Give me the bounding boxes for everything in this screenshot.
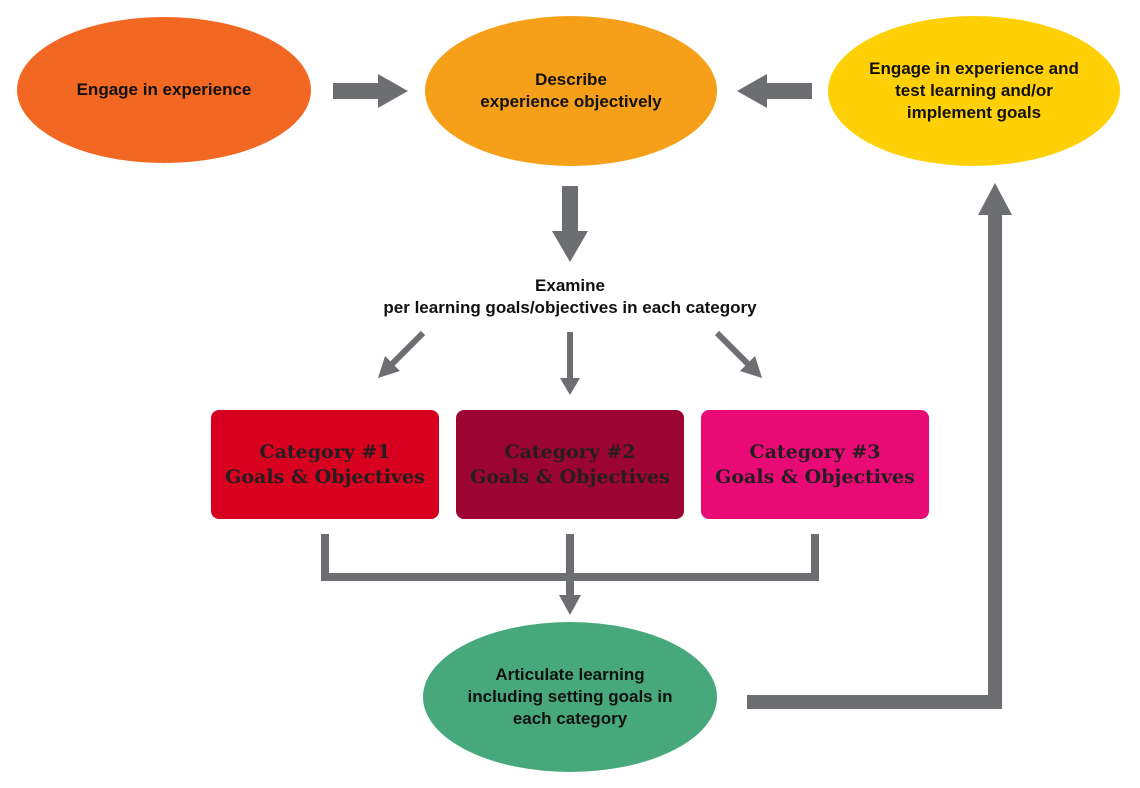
category-3-title: Category #3 xyxy=(749,440,881,463)
test-label: Engage in experience and test learning a… xyxy=(828,16,1120,166)
arrow-examine-to-category-1 xyxy=(389,330,426,367)
category-2-label: Category #2 Goals & Objectives xyxy=(456,410,684,519)
arrow-describe-to-examine xyxy=(552,186,588,262)
category-1-title: Category #1 xyxy=(259,440,391,463)
describe-node xyxy=(425,16,717,166)
describe-label-line-2: experience objectively xyxy=(480,92,662,111)
arrow-examine-to-category-2-head xyxy=(560,378,580,395)
arrow-test-to-describe xyxy=(737,74,812,108)
arrow-examine-to-category-3 xyxy=(714,330,751,367)
engage-label: Engage in experience xyxy=(17,17,311,163)
test-node xyxy=(828,16,1120,166)
articulate-node xyxy=(423,622,717,772)
articulate-label: Articulate learning including setting go… xyxy=(423,622,717,772)
category-2-box xyxy=(456,410,684,519)
describe-label-line-1: Describe xyxy=(535,70,607,89)
test-label-line-2: test learning and/or xyxy=(895,81,1053,100)
articulate-label-line-1: Articulate learning xyxy=(495,665,645,684)
category-3-box xyxy=(701,410,929,519)
examine-label: Examine per learning goals/objectives in… xyxy=(300,272,840,322)
category-2-subtitle: Goals & Objectives xyxy=(470,465,670,488)
arrow-engage-to-describe xyxy=(333,74,408,108)
category-3-label: Category #3 Goals & Objectives xyxy=(701,410,929,519)
category-1-box xyxy=(211,410,439,519)
describe-label: Describe experience objectively xyxy=(425,16,717,166)
engage-label-line-1: Engage in experience xyxy=(76,80,252,99)
examine-label-line-2: per learning goals/objectives in each ca… xyxy=(383,298,757,317)
examine-label-line-1: Examine xyxy=(535,276,605,295)
test-label-line-3: implement goals xyxy=(906,103,1042,122)
category-1-label: Category #1 Goals & Objectives xyxy=(211,410,439,519)
arrow-examine-to-category-1-head xyxy=(378,356,400,378)
articulate-label-line-3: each category xyxy=(512,709,628,728)
arrow-articulate-to-test xyxy=(747,212,1002,709)
category-3-subtitle: Goals & Objectives xyxy=(715,465,915,488)
articulate-label-line-2: including setting goals in xyxy=(467,687,673,706)
test-label-line-1: Engage in experience and xyxy=(869,59,1079,78)
arrow-merge-to-articulate-head xyxy=(559,595,581,615)
arrow-articulate-to-test-head xyxy=(978,183,1012,215)
category-2-title: Category #2 xyxy=(504,440,636,463)
arrow-examine-to-category-3-head xyxy=(740,356,762,378)
engage-node xyxy=(17,17,311,163)
category-1-subtitle: Goals & Objectives xyxy=(225,465,425,488)
